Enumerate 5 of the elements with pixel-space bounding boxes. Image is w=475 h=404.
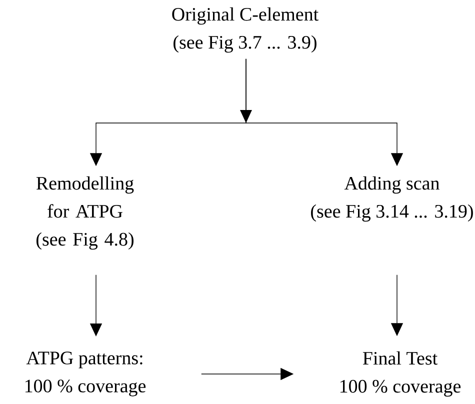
node-text: Remodelling for ATPG (see Fig 4.8): [36, 176, 134, 250]
node-text: ATPG patterns: 100 % coverage: [25, 352, 146, 396]
node-text: Adding scan (see Fig 3.14 ... 3.19): [311, 176, 473, 222]
node-text: Original C-element (see Fig 3.7 ... 3.9): [172, 7, 318, 53]
node-text: Final Test 100 % coverage: [340, 351, 461, 397]
